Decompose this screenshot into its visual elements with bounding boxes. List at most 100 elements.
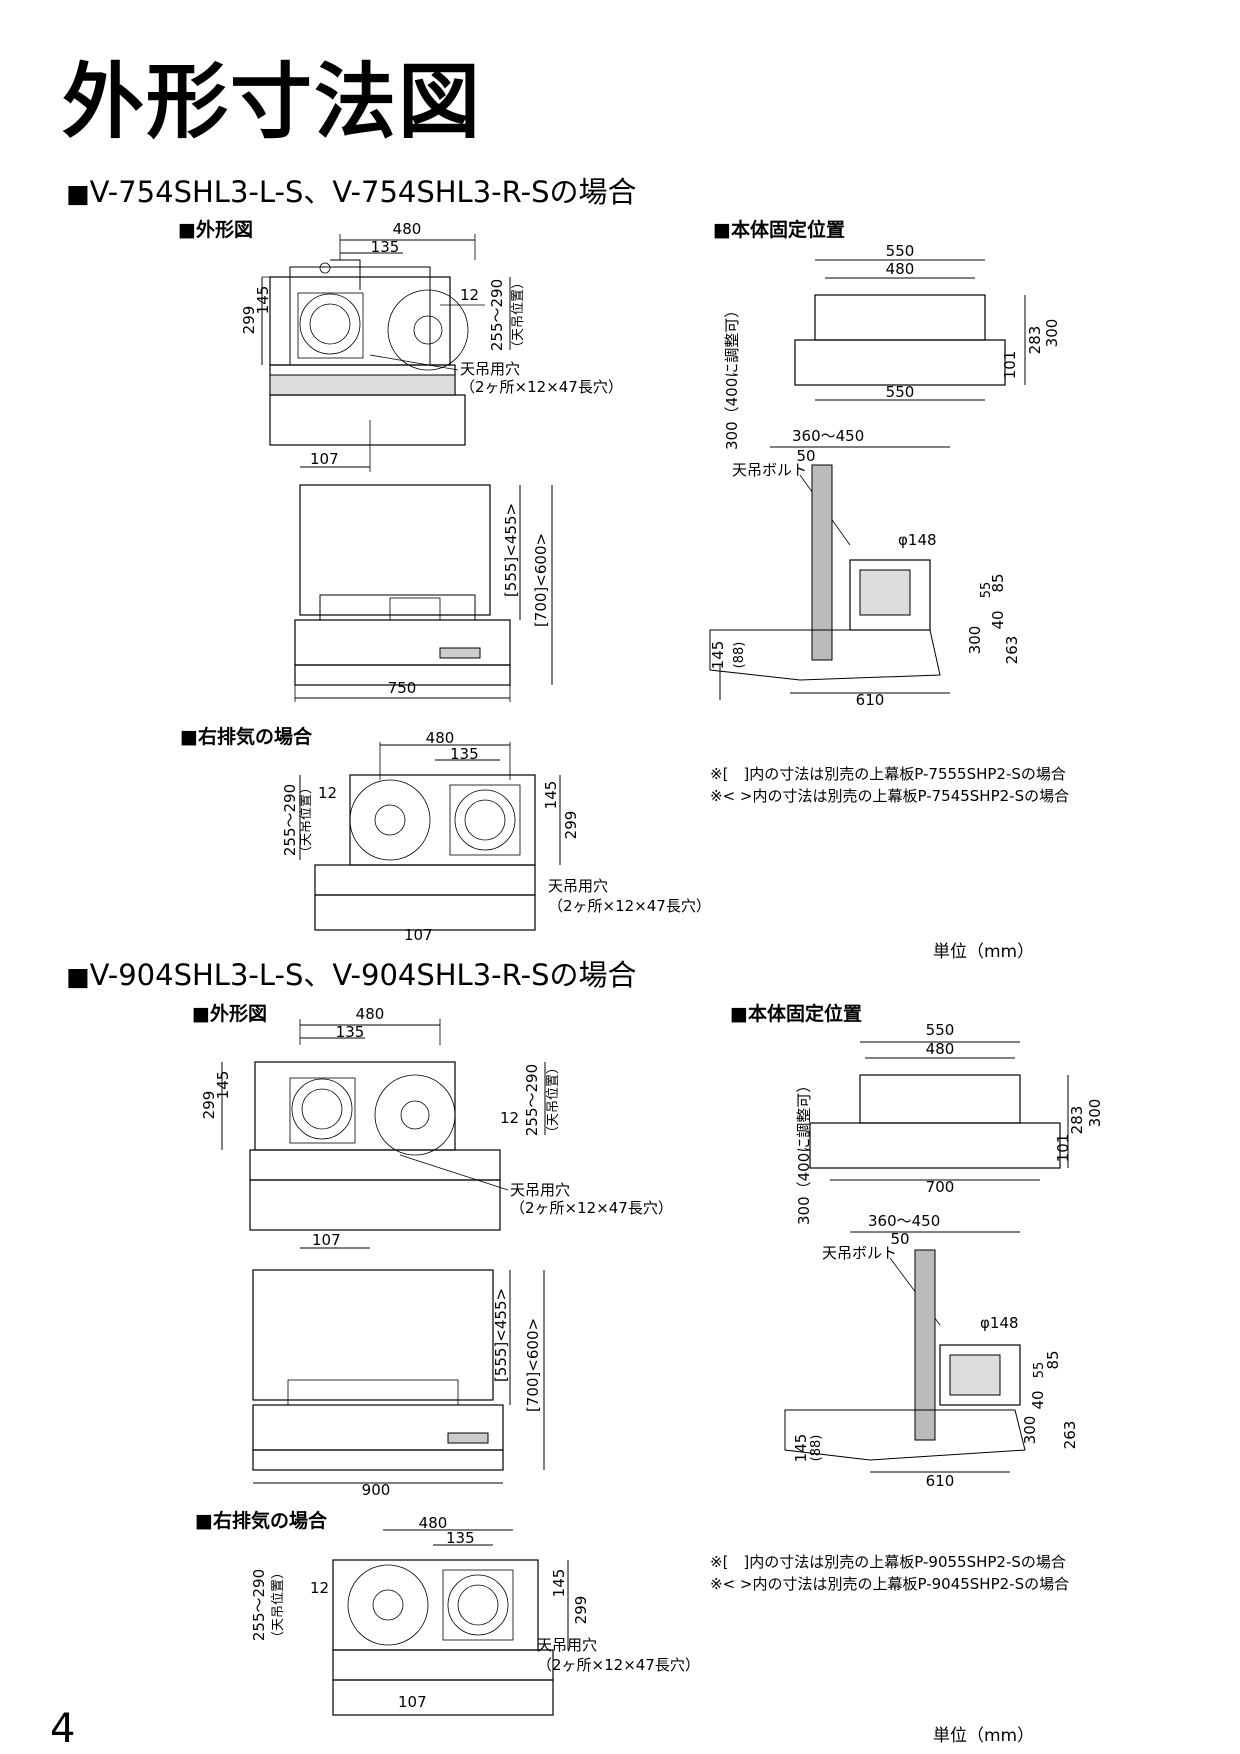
fix-480: 480: [886, 260, 915, 278]
fixing-label-754: ■本体固定位置: [713, 219, 845, 241]
top-view-904: 480 135 299 145 12 255～290 （天吊位置） 天吊用穴 （…: [200, 1005, 673, 1249]
right-exhaust-label-754: ■右排気の場合: [180, 726, 312, 748]
dim-12: 12: [460, 286, 479, 304]
hole-label-rx-904: 天吊用穴: [537, 1636, 598, 1654]
side-range: 360～450: [868, 1212, 940, 1230]
side-v1: 300（400に調整可）: [723, 302, 741, 450]
fixing-label-904: ■本体固定位置: [730, 1003, 862, 1025]
hole-label: 天吊用穴: [460, 360, 520, 378]
side-300: 300: [966, 626, 984, 655]
dim-107-rx: 107: [404, 926, 433, 944]
dim-299: 299: [562, 811, 580, 840]
dim-range-note: （天吊位置）: [546, 1061, 561, 1139]
fix-101: 101: [1054, 1134, 1072, 1163]
dim-range: 255～290: [281, 784, 299, 856]
dim-range-note: （天吊位置）: [271, 1566, 286, 1644]
side-v1-904: 300（400に調整可）: [795, 1077, 813, 1225]
side-55: 55: [1032, 1362, 1047, 1379]
right-exhaust-view-904: 480 135 255～290 （天吊位置） 12 145 299: [250, 1514, 590, 1716]
side-85: 85: [1044, 1350, 1062, 1369]
dim-135: 135: [450, 745, 479, 763]
side-145: 145: [792, 1434, 810, 1463]
top-view-754: 480 135 299 145 12 255～290 （天吊位置） 天吊用穴 （…: [240, 220, 623, 472]
dim-480: 480: [419, 1514, 448, 1532]
hole-spec: （2ヶ所×12×47長穴）: [510, 1199, 673, 1217]
section-heading-904: ■V-904SHL3-L-S、V-904SHL3-R-Sの場合: [66, 958, 637, 992]
dim-front-width: 750: [388, 679, 417, 697]
hole-label: 天吊用穴: [510, 1181, 570, 1199]
dim-range: 255～290: [488, 279, 506, 351]
side-50: 50: [890, 1230, 909, 1248]
dim-145: 145: [214, 1071, 232, 1100]
side-610: 610: [926, 1472, 955, 1490]
hole-spec-rx: （2ヶ所×12×47長穴）: [548, 897, 711, 915]
fix-550: 550: [886, 242, 915, 260]
right-exhaust-label-904: ■右排気の場合: [195, 1510, 327, 1532]
dim-front-b: [700]<600>: [532, 533, 550, 627]
fix-283: 283: [1026, 326, 1044, 355]
side-55: 55: [979, 582, 994, 599]
phi-148: φ148: [980, 1314, 1019, 1332]
dim-145: 145: [254, 286, 272, 315]
dim-range-note: （天吊位置）: [299, 781, 314, 859]
fix-bottom: 550: [886, 383, 915, 401]
page-number: 4: [50, 1706, 76, 1752]
side-88: (88): [732, 642, 747, 669]
fix-300: 300: [1043, 319, 1061, 348]
side-85: 85: [989, 573, 1007, 592]
dim-480: 480: [356, 1005, 385, 1023]
side-view-754: 360～450 50 天吊ボルト φ148 145 (88) 610 55 85…: [709, 427, 1021, 709]
fix-550: 550: [926, 1021, 955, 1039]
side-50: 50: [796, 447, 815, 465]
side-88: (88): [809, 1435, 824, 1462]
dim-12: 12: [310, 1579, 329, 1597]
phi-148: φ148: [898, 531, 937, 549]
dim-12: 12: [500, 1109, 519, 1127]
bolt-label: 天吊ボルト: [732, 461, 807, 479]
side-263: 263: [1061, 1421, 1079, 1450]
dim-145: 145: [542, 781, 560, 810]
section-heading-754: ■V-754SHL3-L-S、V-754SHL3-R-Sの場合: [66, 175, 637, 209]
right-exhaust-view-754: 480 135 255～290 （天吊位置） 12 145 299: [281, 729, 580, 931]
page-title: 外形寸法図: [62, 55, 483, 150]
dim-107-rx-904: 107: [398, 1693, 427, 1711]
dim-front-a: [555]<455>: [492, 1288, 510, 1382]
side-40: 40: [989, 610, 1007, 629]
dim-135: 135: [371, 238, 400, 256]
dim-299: 299: [240, 306, 258, 335]
outline-label-904: ■外形図: [192, 1003, 267, 1025]
dim-front-width: 900: [362, 1481, 391, 1499]
fix-bottom: 700: [926, 1178, 955, 1196]
dim-range-note: （天吊位置）: [511, 276, 526, 354]
fix-283: 283: [1068, 1106, 1086, 1135]
fix-101: 101: [1001, 351, 1019, 380]
dim-480: 480: [393, 220, 422, 238]
hole-spec-rx-904: （2ヶ所×12×47長穴）: [537, 1656, 700, 1674]
dim-299: 299: [200, 1091, 218, 1120]
dim-107: 107: [312, 1231, 341, 1249]
side-610: 610: [856, 691, 885, 709]
side-range: 360～450: [792, 427, 864, 445]
dim-135: 135: [336, 1023, 365, 1041]
dim-107: 107: [310, 450, 339, 468]
dim-135: 135: [446, 1529, 475, 1547]
dim-front-b: [700]<600>: [524, 1318, 542, 1412]
dim-range: 255～290: [523, 1064, 541, 1136]
front-view-754: 750 [555]<455> [700]<600>: [294, 484, 553, 702]
note-1-754: ※[ ]内の寸法は別売の上幕板P-7555SHP2-Sの場合: [710, 765, 1066, 783]
dim-12: 12: [318, 784, 337, 802]
hole-label-rx: 天吊用穴: [548, 877, 609, 895]
dim-front-a: [555]<455>: [502, 503, 520, 597]
dim-480: 480: [426, 729, 455, 747]
fixing-view-904: 550 480 700 283 300 101: [809, 1021, 1104, 1196]
side-145: 145: [709, 641, 727, 670]
fix-480: 480: [926, 1040, 955, 1058]
fixing-view-754: 550 480 550 283 300 101: [794, 242, 1061, 401]
front-view-904: 900 [555]<455> [700]<600>: [252, 1269, 545, 1499]
dim-range: 255～290: [250, 1569, 268, 1641]
side-view-904: 360～450 50 天吊ボルト φ148 145 (88) 610 55 85…: [784, 1212, 1079, 1490]
side-263: 263: [1003, 636, 1021, 665]
dim-145: 145: [550, 1569, 568, 1598]
note-2-904: ※< >内の寸法は別売の上幕板P-9045SHP2-Sの場合: [710, 1575, 1070, 1593]
note-2-754: ※< >内の寸法は別売の上幕板P-7545SHP2-Sの場合: [710, 787, 1070, 805]
